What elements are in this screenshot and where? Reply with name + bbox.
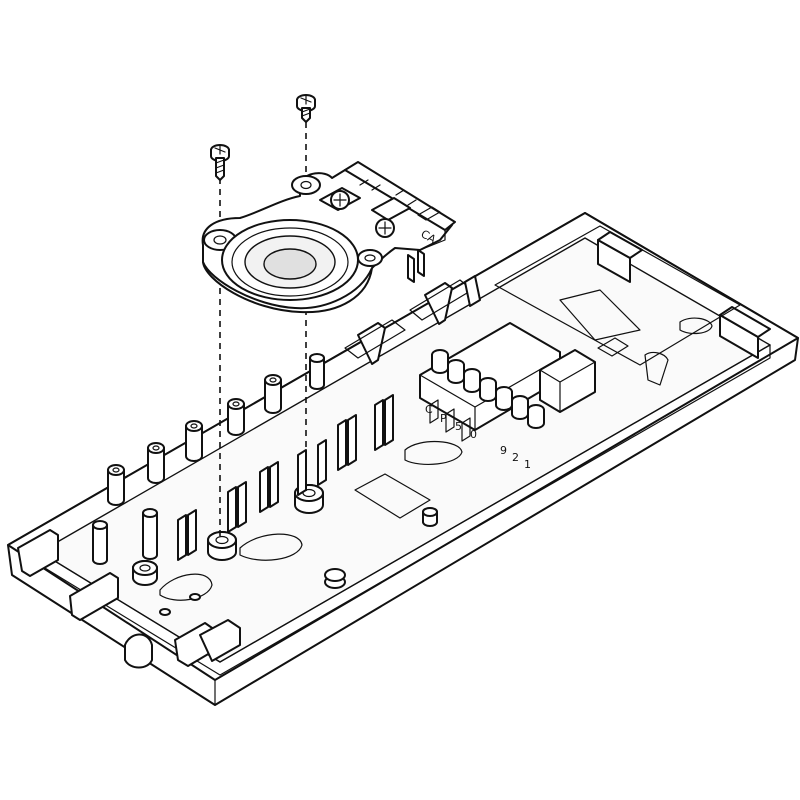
pcb-pin-2 (417, 249, 425, 277)
pcb-top-edge (344, 161, 456, 231)
spring-contacts (344, 275, 481, 365)
rear-slot (679, 317, 713, 335)
front-edge (11, 574, 216, 706)
terminal-label-0: C (425, 403, 433, 416)
speaker-module: CA (201, 161, 456, 314)
rear-compartment (494, 225, 741, 366)
terminal-label-1: P (440, 412, 447, 425)
terminal-label-3: 0 (470, 428, 477, 441)
terminal-screws (431, 349, 545, 429)
mount-tab-right (291, 175, 321, 195)
speaker-mid-ring (231, 227, 349, 297)
rear-lug-right-top (719, 306, 771, 338)
hook-clip (124, 633, 153, 669)
pcb-pin-1 (407, 254, 415, 283)
speaker-dome (263, 248, 317, 280)
pcb-components (319, 179, 441, 238)
ribs (177, 394, 394, 561)
screw-left (210, 144, 230, 181)
screw-boss-left (207, 531, 237, 561)
floor-recess (354, 473, 431, 519)
terminal-label-6: 2 (512, 451, 519, 464)
floor-slot-2 (239, 533, 303, 561)
floor-slot-1 (159, 573, 213, 601)
front-clip-3 (199, 619, 241, 662)
floor-posts (132, 507, 438, 616)
tall-pegs (92, 508, 158, 565)
back-wall-posts (107, 353, 325, 506)
terminal-slots (429, 399, 471, 442)
screw-right (296, 94, 316, 123)
ribbon-connector (559, 289, 641, 341)
terminal-label-5: 9 (500, 444, 507, 457)
base-housing: C P 5 0 9 2 1 (7, 212, 799, 706)
relay-component (539, 337, 669, 413)
right-front-edge (214, 337, 799, 681)
terminal-label-7: 1 (524, 458, 531, 471)
front-left-clip (69, 572, 119, 621)
left-clip (17, 529, 59, 577)
pcb-side (419, 229, 446, 251)
mount-tab-rear (357, 249, 383, 267)
floor-slot-3 (404, 440, 463, 465)
terminal-label-2: 5 (455, 420, 462, 433)
